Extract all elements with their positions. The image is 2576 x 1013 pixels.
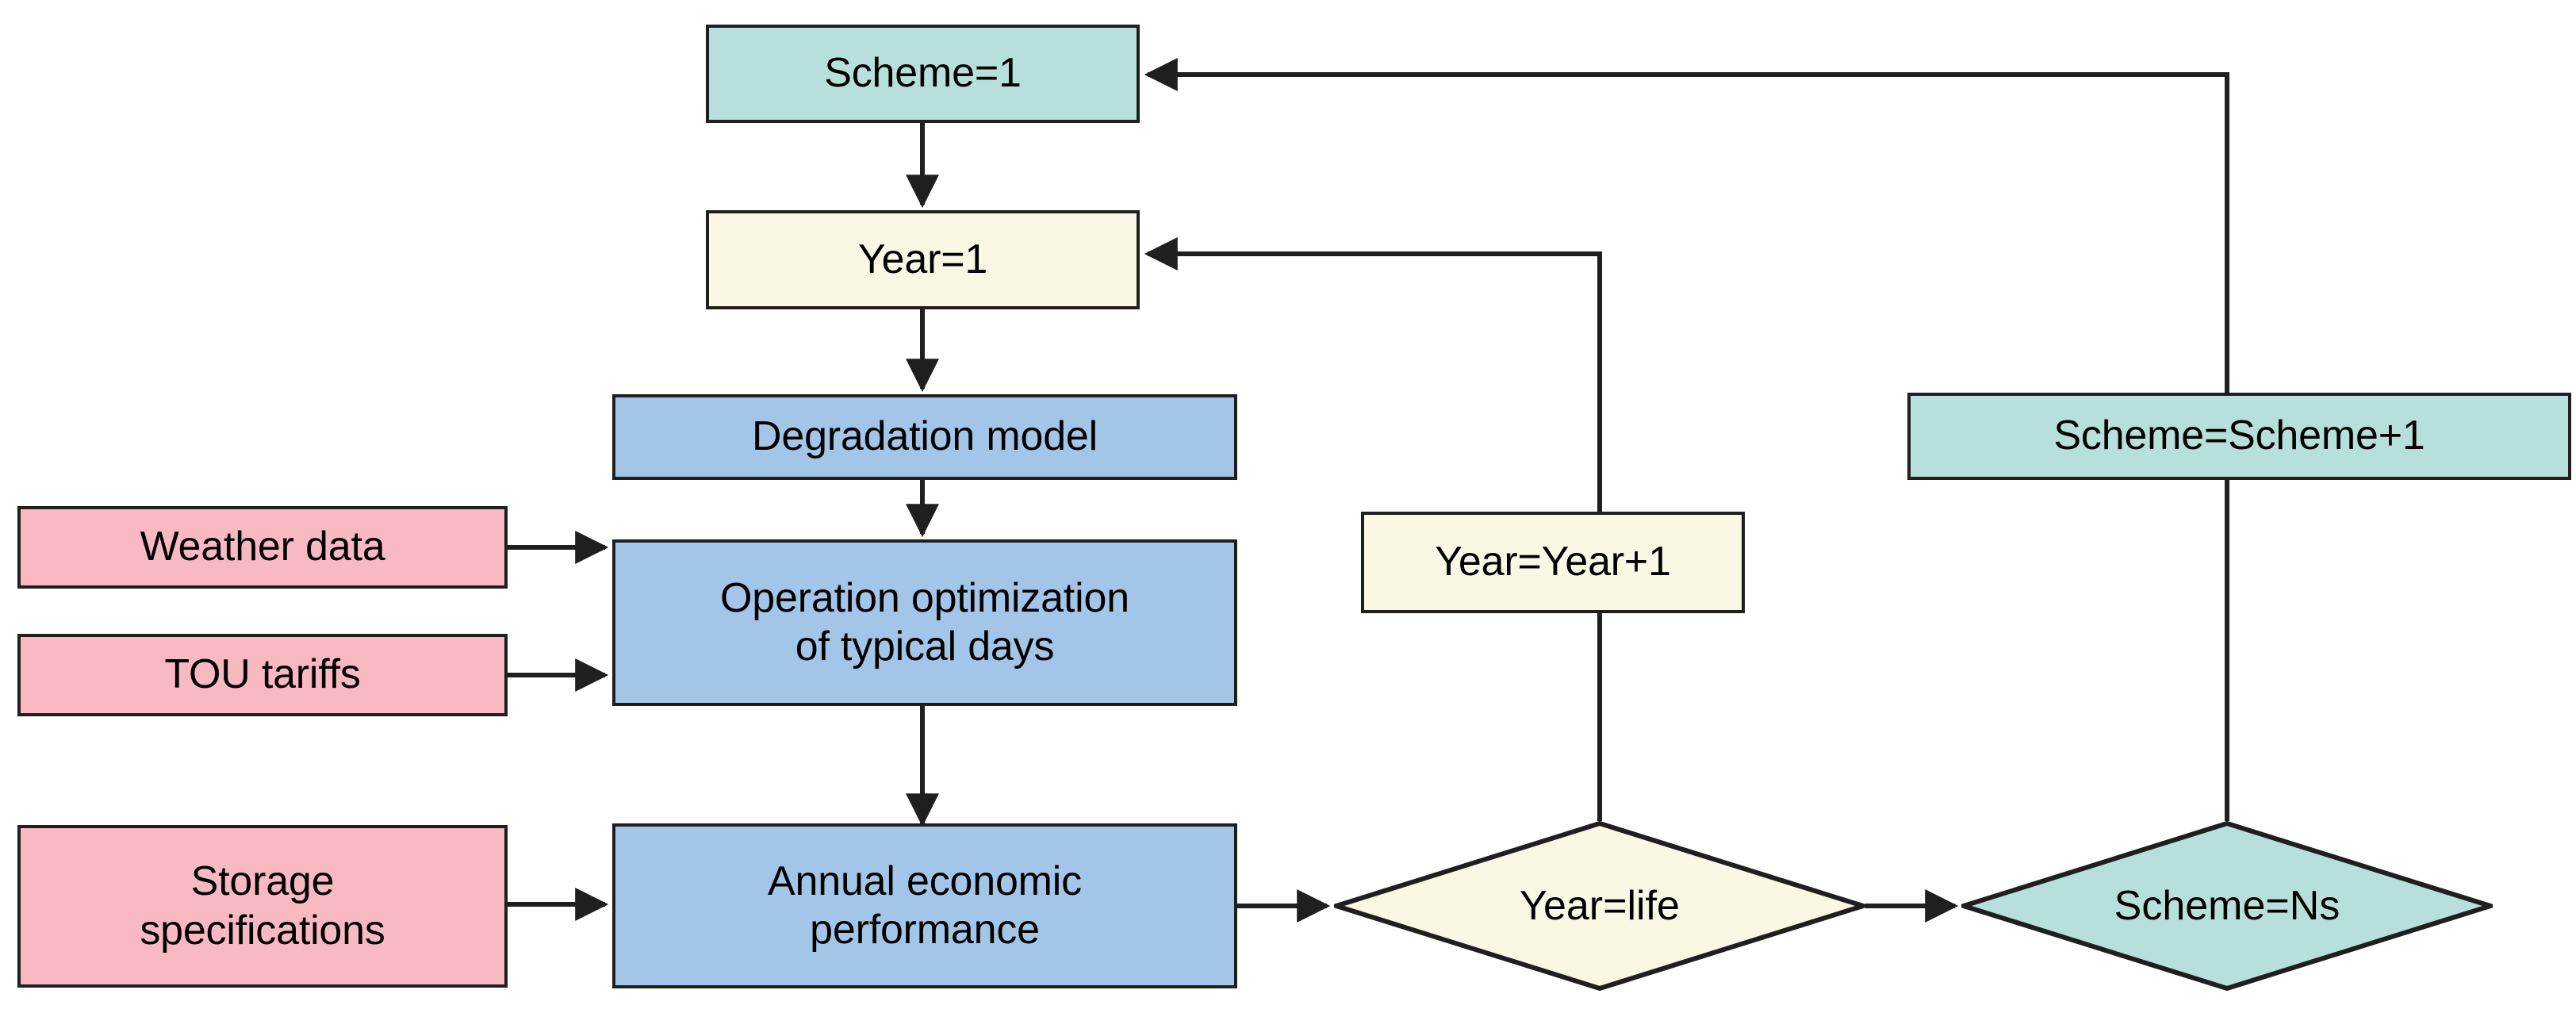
node-scheme-ns-label: Scheme=Ns: [2114, 883, 2340, 929]
node-year-init[interactable]: Year=1: [706, 210, 1140, 309]
node-tou-label: TOU tariffs: [164, 651, 361, 698]
node-weather[interactable]: Weather data: [17, 506, 508, 589]
node-year-life-label: Year=life: [1520, 883, 1680, 929]
node-year-increment-label: Year=Year+1: [1435, 539, 1671, 585]
node-storage-label-line2: specifications: [140, 907, 385, 954]
node-storage-label-line1: Storage: [190, 858, 335, 905]
node-operation-label-line2: of typical days: [795, 624, 1055, 670]
node-scheme-init[interactable]: Scheme=1: [706, 25, 1140, 123]
node-annual[interactable]: Annual economic performance: [612, 823, 1237, 988]
node-operation-label-line1: Operation optimization: [720, 574, 1129, 621]
node-storage[interactable]: Storage specifications: [17, 825, 508, 988]
node-scheme-init-label: Scheme=1: [824, 50, 1022, 97]
node-year-init-label: Year=1: [857, 236, 988, 282]
scheme-ns-diamond-shape: [1961, 821, 2493, 991]
node-scheme-increment-label: Scheme=Scheme+1: [2053, 412, 2425, 459]
node-operation[interactable]: Operation optimization of typical days: [612, 539, 1237, 706]
node-year-life[interactable]: Year=life: [1334, 821, 1865, 991]
node-annual-label-line2: performance: [810, 907, 1040, 953]
node-degradation[interactable]: Degradation model: [612, 394, 1237, 480]
node-scheme-increment[interactable]: Scheme=Scheme+1: [1907, 393, 2571, 480]
node-scheme-ns[interactable]: Scheme=Ns: [1961, 821, 2493, 991]
node-annual-label-line1: Annual economic: [768, 858, 1082, 904]
node-degradation-label: Degradation model: [752, 413, 1098, 460]
node-tou[interactable]: TOU tariffs: [17, 634, 508, 716]
year-life-diamond-shape: [1334, 821, 1865, 991]
node-year-increment[interactable]: Year=Year+1: [1361, 512, 1745, 613]
node-weather-label: Weather data: [140, 524, 385, 570]
